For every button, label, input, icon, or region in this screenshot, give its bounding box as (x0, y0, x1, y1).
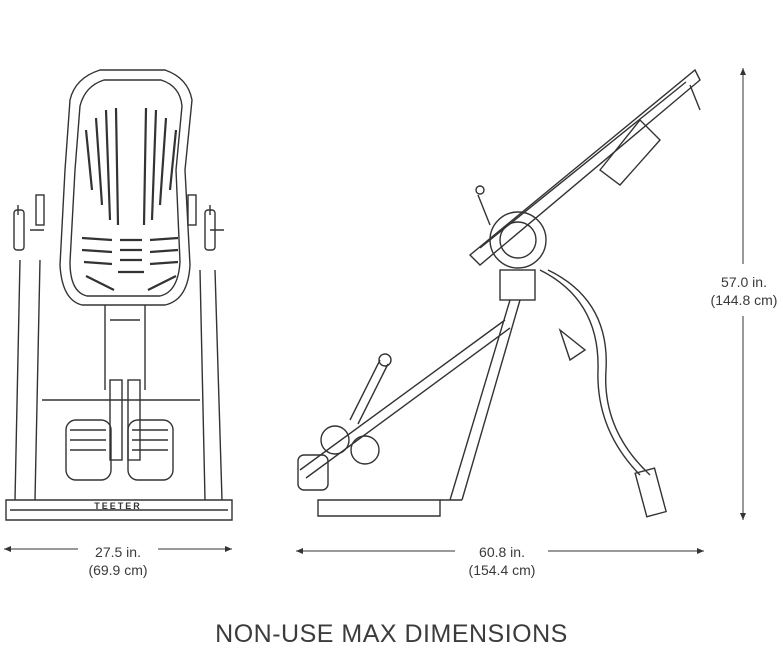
front-base (5, 499, 233, 521)
table-bed (468, 68, 701, 266)
backrest-slots (81, 107, 179, 291)
front-frame (14, 259, 223, 501)
backrest-inner (69, 79, 183, 297)
extension-tube (299, 319, 511, 479)
svg-text:TEETER: TEETER (94, 501, 142, 511)
rear-leg (539, 269, 651, 476)
width-dimension-label: 27.5 in. (69.9 cm) (68, 543, 168, 579)
height-dimension-label: 57.0 in. (144.8 cm) (694, 273, 783, 309)
height-imperial: 57.0 in. (721, 274, 767, 290)
front-view-drawing: TEETER (5, 69, 233, 521)
backrest-outline (59, 69, 193, 306)
ankle-cup-right (127, 419, 174, 481)
ankle-unit (320, 425, 350, 455)
length-metric: (154.4 cm) (468, 562, 536, 578)
pivot-hub (489, 211, 547, 269)
length-imperial: 60.8 in. (479, 544, 525, 560)
ankle-cup-left (65, 419, 112, 481)
figure-title: NON-USE MAX DIMENSIONS (215, 620, 568, 648)
side-view-drawing (297, 68, 701, 518)
side-base (317, 499, 441, 517)
length-dimension-label: 60.8 in. (154.4 cm) (452, 543, 552, 579)
front-leg (449, 299, 521, 501)
width-metric: (69.9 cm) (88, 562, 148, 578)
height-metric: (144.8 cm) (710, 292, 778, 308)
width-imperial: 27.5 in. (95, 544, 141, 560)
